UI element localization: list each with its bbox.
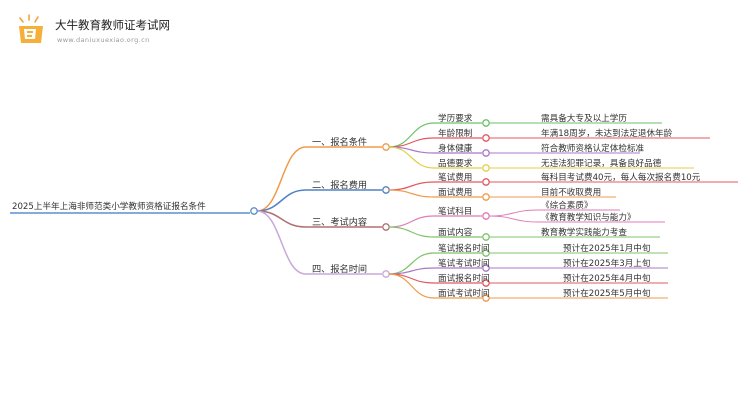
branch-node bbox=[382, 270, 390, 278]
child-label: 年龄限制 bbox=[438, 127, 472, 139]
child-label: 学历要求 bbox=[438, 112, 473, 124]
detail-text: 《教育教学知识与能力》 bbox=[541, 211, 636, 223]
branch-connector bbox=[256, 146, 307, 212]
branch-label: 四、报名时间 bbox=[312, 263, 367, 275]
detail-text: 教育教学实践能力考查 bbox=[541, 226, 627, 238]
child-connector bbox=[388, 273, 435, 299]
child-connector bbox=[388, 215, 435, 228]
child-label: 面试费用 bbox=[438, 186, 472, 198]
child-connector bbox=[388, 181, 435, 191]
detail-text: 符合教师资格认定体检标准 bbox=[541, 142, 645, 154]
detail-text: 年满18周岁，未达到法定退休年龄 bbox=[541, 127, 673, 139]
detail-text: 预计在2025年4月中旬 bbox=[563, 272, 651, 284]
child-label: 面试内容 bbox=[438, 226, 473, 238]
child-connector bbox=[388, 189, 435, 198]
branch-node bbox=[382, 223, 390, 231]
branch-node bbox=[382, 143, 390, 151]
branch-label: 三、考试内容 bbox=[312, 216, 367, 228]
root-node bbox=[250, 207, 258, 215]
detail-text: 预计在2025年5月中旬 bbox=[563, 287, 651, 299]
child-connector bbox=[388, 146, 435, 169]
branch-node bbox=[382, 186, 390, 194]
branch-connector bbox=[256, 189, 307, 212]
child-label: 笔试考试时间 bbox=[438, 257, 490, 269]
detail-text: 需具备大专及以上学历 bbox=[541, 112, 627, 124]
child-label: 笔试科目 bbox=[438, 205, 472, 217]
detail-text: 目前不收取费用 bbox=[541, 186, 601, 198]
detail-text: 无违法犯罪记录，具备良好品德 bbox=[541, 157, 662, 169]
detail-text: 预计在2025年1月中旬 bbox=[563, 242, 651, 254]
child-connector bbox=[388, 226, 435, 238]
child-node bbox=[482, 119, 490, 127]
detail-connector bbox=[488, 209, 539, 217]
root-topic: 2025上半年上海非师范类小学教师资格证报名条件 bbox=[12, 200, 206, 212]
child-label: 身体健康 bbox=[438, 142, 473, 154]
brand-url: www.daniuxuexiao.org.cn bbox=[57, 36, 150, 44]
branch-label: 二、报名费用 bbox=[312, 179, 367, 191]
branch-connector bbox=[256, 210, 307, 228]
detail-text: 《综合素质》 bbox=[541, 199, 593, 211]
child-label: 面试报名时间 bbox=[438, 272, 490, 284]
detail-connector bbox=[488, 215, 539, 223]
child-label: 面试考试时间 bbox=[438, 287, 490, 299]
child-label: 笔试报名时间 bbox=[438, 242, 490, 254]
detail-text: 每科目考试费40元，每人每次报名费10元 bbox=[541, 171, 701, 183]
child-node bbox=[482, 178, 490, 186]
branch-label: 一、报名条件 bbox=[312, 136, 367, 148]
brand-logo-icon bbox=[19, 14, 43, 43]
child-node bbox=[482, 193, 490, 201]
child-node bbox=[482, 134, 490, 142]
child-label: 品德要求 bbox=[438, 157, 473, 169]
child-connector bbox=[388, 122, 435, 148]
brand-name: 大牛教育教师证考试网 bbox=[55, 18, 170, 32]
child-node bbox=[482, 233, 490, 241]
child-node bbox=[482, 212, 490, 220]
child-node bbox=[482, 164, 490, 172]
branch-connector bbox=[256, 210, 307, 275]
detail-text: 预计在2025年3月上旬 bbox=[563, 257, 651, 269]
child-label: 笔试费用 bbox=[438, 171, 472, 183]
child-node bbox=[482, 149, 490, 157]
